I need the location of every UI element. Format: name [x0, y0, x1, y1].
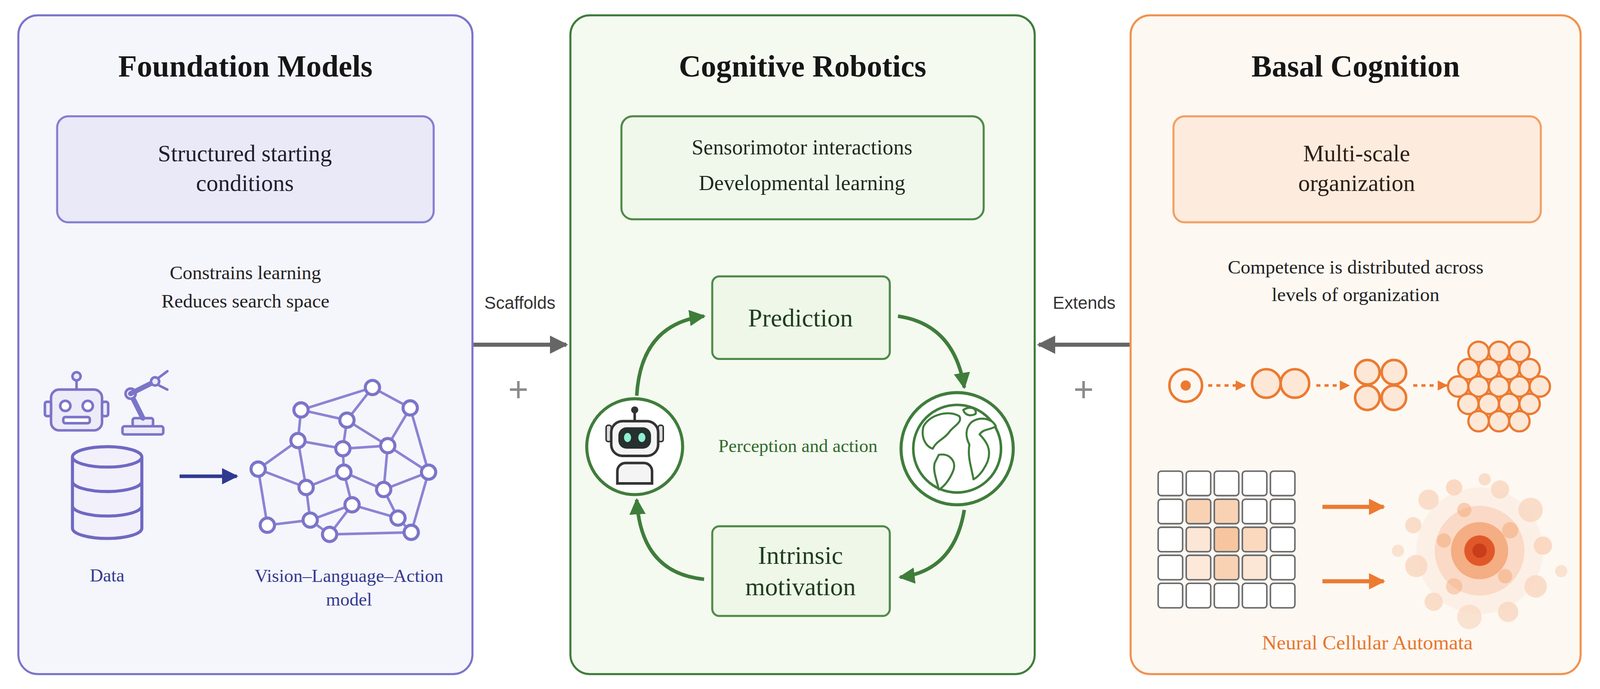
- icon-caption: Vision–Language–Action model: [241, 565, 457, 613]
- box-label: Multi-scale organization: [1259, 138, 1454, 200]
- column-panel: Cognitive RoboticsSensorimotor interacti…: [569, 14, 1036, 676]
- concept-box: Sensorimotor interactionsDevelopmental l…: [619, 114, 985, 220]
- panel-title: Cognitive Robotics: [583, 47, 1023, 84]
- plus-sign: +: [497, 368, 539, 411]
- cycle-caption: Perception and action: [706, 435, 890, 458]
- concept-box: Multi-scale organization: [1171, 114, 1542, 223]
- connector-label: Scaffolds: [484, 293, 556, 315]
- process-box: Prediction: [710, 274, 891, 360]
- body-text: Constrains learning: [41, 261, 450, 285]
- connector-arrow: [1038, 342, 1130, 347]
- box-label: Structured starting conditions: [122, 138, 368, 200]
- icon-caption: Data: [55, 565, 158, 588]
- plus-sign: +: [1063, 368, 1105, 411]
- panel-title: Basal Cognition: [1141, 47, 1570, 84]
- column-panel: Basal CognitionCompetence is distributed…: [1129, 14, 1582, 676]
- body-text: Competence is distributed across levels …: [1226, 252, 1485, 310]
- box-label: Prediction: [718, 302, 882, 334]
- box-label: Developmental learning: [633, 170, 970, 197]
- body-text: Reduces search space: [41, 290, 450, 314]
- box-label: Sensorimotor interactions: [633, 134, 970, 161]
- box-label: Intrinsic motivation: [723, 539, 878, 603]
- connector-label: Extends: [1052, 293, 1116, 315]
- connector-arrow: [473, 342, 567, 347]
- concept-box: Structured starting conditions: [55, 114, 435, 223]
- icon-caption: Neural Cellular Automata: [1214, 630, 1521, 655]
- panel-title: Foundation Models: [30, 47, 460, 84]
- process-box: Intrinsic motivation: [710, 525, 891, 617]
